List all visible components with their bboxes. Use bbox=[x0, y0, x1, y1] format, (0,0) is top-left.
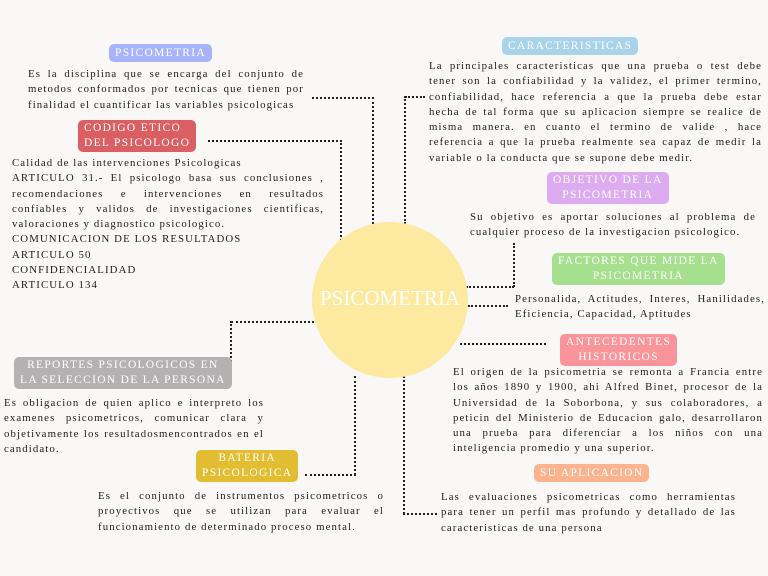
topic-aplicacion[interactable]: SU APLICACION bbox=[534, 464, 650, 482]
text-line: Calidad de las intervenciones Psicologic… bbox=[12, 157, 242, 169]
connector bbox=[404, 96, 406, 224]
reportes-text: Es obligacion de quien aplico e interpre… bbox=[4, 397, 264, 455]
connector bbox=[208, 140, 342, 142]
label-line: ANTECEDENTES bbox=[566, 336, 672, 348]
connector bbox=[312, 97, 374, 99]
label-line: REPORTES PSICOLOGICOS EN bbox=[27, 359, 219, 371]
topic-caracteristicas[interactable]: CARACTERISTICAS bbox=[502, 37, 639, 55]
label-line: OBJETIVO DE LA bbox=[553, 174, 663, 186]
text-line: ARTICULO 134 bbox=[12, 279, 99, 292]
topic-factores[interactable]: FACTORES QUE MIDE LA PSICOMETRIA bbox=[552, 253, 725, 285]
label-line: DEL PSICOLOGO bbox=[84, 137, 191, 149]
text-line: ARTICULO 50 bbox=[12, 248, 92, 261]
connector bbox=[405, 96, 425, 98]
connector bbox=[340, 140, 342, 244]
topic-objetivo[interactable]: OBJETIVO DE LA PSICOMETRIA bbox=[547, 172, 669, 204]
label-line: BATERIA bbox=[218, 452, 276, 464]
text-line: COMUNICACION DE LOS RESULTADOS bbox=[12, 233, 242, 246]
text-line: CONFIDENCIALIDAD bbox=[12, 264, 137, 277]
label-line: PSICOMETRIA bbox=[592, 270, 684, 282]
caracteristicas-text: La principales caracteristicas que una p… bbox=[429, 60, 762, 164]
psicometria-text: Es la disciplina que se encarga del conj… bbox=[28, 68, 304, 111]
connector bbox=[372, 97, 374, 252]
central-topic-label: PSICOMETRIA bbox=[319, 286, 461, 310]
label-line: PSICOLOGICA bbox=[202, 467, 293, 479]
connector bbox=[354, 376, 356, 475]
connector bbox=[231, 321, 314, 323]
topic-bateria[interactable]: BATERIA PSICOLOGICA bbox=[196, 450, 299, 482]
connector bbox=[305, 474, 356, 476]
connector bbox=[403, 372, 405, 514]
topic-psicometria[interactable]: PSICOMETRIA bbox=[109, 44, 212, 62]
connector bbox=[468, 305, 508, 307]
bateria-text: Es el conjunto de instrumentos psicometr… bbox=[98, 490, 384, 533]
antecedentes-text: El origen de la psicometria se remonta a… bbox=[453, 366, 763, 455]
label-line: FACTORES QUE MIDE LA bbox=[558, 255, 719, 267]
topic-codigo-etico[interactable]: CODIGO ETICO DEL PSICOLOGO bbox=[78, 120, 197, 152]
factores-text: Personalida, Actitudes, Interes, Hanilid… bbox=[515, 293, 765, 321]
label-line: PSICOMETRIA bbox=[562, 189, 654, 201]
codigo-etico-text: Calidad de las intervenciones Psicologic… bbox=[12, 156, 324, 294]
connector bbox=[466, 286, 514, 288]
label-line: LA SELECCION DE LA PERSONA bbox=[20, 374, 226, 386]
connector bbox=[230, 321, 232, 369]
central-topic[interactable]: PSICOMETRIA bbox=[312, 222, 468, 378]
objetivo-text: Su objetivo es aportar soluciones al pro… bbox=[470, 211, 756, 239]
connector bbox=[403, 513, 437, 515]
topic-reportes[interactable]: REPORTES PSICOLOGICOS EN LA SELECCION DE… bbox=[14, 357, 232, 389]
topic-antecedentes[interactable]: ANTECEDENTES HISTORICOS bbox=[560, 334, 678, 366]
connector bbox=[513, 243, 515, 287]
text-line: ARTICULO 31.- El psicologo basa sus conc… bbox=[12, 172, 324, 231]
aplicacion-text: Las evaluaciones psicometricas como herr… bbox=[441, 491, 736, 534]
label-line: HISTORICOS bbox=[578, 351, 659, 363]
label-line: CODIGO ETICO bbox=[84, 122, 182, 134]
connector bbox=[460, 343, 546, 345]
